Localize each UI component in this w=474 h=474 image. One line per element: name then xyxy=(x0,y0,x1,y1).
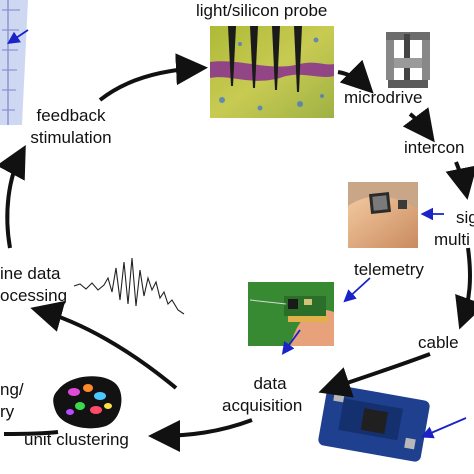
pointer-telemetry-board xyxy=(343,277,371,303)
arrow-probe-to-microdrive xyxy=(337,59,374,94)
arrow-microdrive-to-interconnect xyxy=(402,107,435,143)
pointer-acquisition-board xyxy=(420,417,467,439)
arrow-sorting-to-processing xyxy=(30,300,178,390)
label-online-processing-line2: ocessing xyxy=(0,286,68,305)
label-sorting-line2: ry xyxy=(0,402,15,421)
telemetry-board-image xyxy=(248,282,334,346)
label-telemetry: telemetry xyxy=(354,260,424,279)
label-feedback-line1: feedback xyxy=(36,106,106,125)
arrow-feedback-to-probe xyxy=(98,53,208,102)
label-data-acquisition-line1: data xyxy=(253,374,287,393)
arrow-interconnect-to-signal xyxy=(445,161,474,200)
microdrive-image xyxy=(386,32,430,88)
label-microdrive: microdrive xyxy=(344,88,423,107)
pointer-to-data-acquisition xyxy=(281,329,301,355)
label-online-processing-line1: ine data xyxy=(0,264,61,283)
probe-micrograph-image xyxy=(210,26,334,118)
arrow-clustering-to-sorting xyxy=(3,430,59,436)
arrow-signal-to-cable xyxy=(455,247,474,330)
arrow-acquisition-to-clustering xyxy=(148,418,253,452)
label-interconnect: intercon xyxy=(404,138,465,157)
stimulation-device-image xyxy=(0,0,29,125)
label-probe: light/silicon probe xyxy=(196,1,328,20)
waveform-trace-image xyxy=(73,257,185,315)
arrow-processing-to-feedback xyxy=(0,144,26,249)
arrow-cable-to-acquisition xyxy=(318,352,431,398)
pointer-arrows xyxy=(281,207,467,439)
label-signal-line2: multi xyxy=(434,230,470,249)
acquisition-board-image xyxy=(318,384,430,462)
cluster-plot-image xyxy=(53,376,122,429)
label-signal-line1: sig xyxy=(456,208,474,227)
label-unit-clustering: unit clustering xyxy=(24,430,129,449)
cycle-arrows xyxy=(0,53,474,452)
chip-on-finger-image xyxy=(348,182,418,248)
label-cable: cable xyxy=(418,333,459,352)
label-data-acquisition-line2: acquisition xyxy=(222,396,303,415)
label-sorting-line1: ng/ xyxy=(0,380,24,399)
label-feedback-line2: stimulation xyxy=(30,128,112,147)
